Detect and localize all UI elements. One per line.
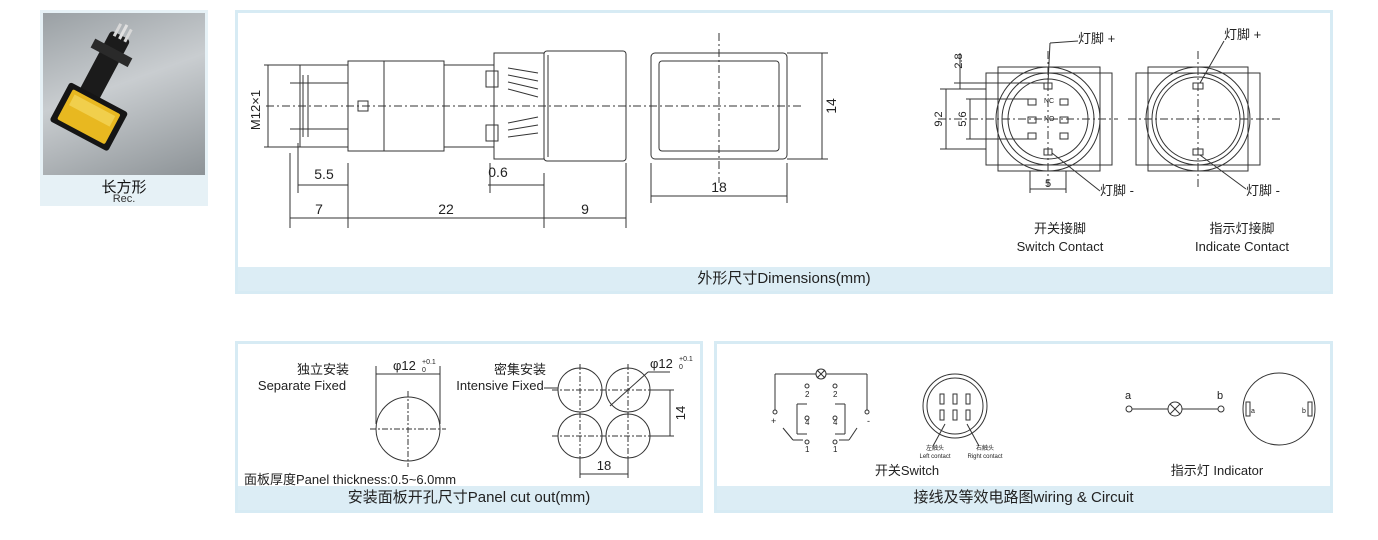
intensive-en: Intensive Fixed (456, 378, 543, 393)
dim-22: 22 (438, 201, 454, 217)
separate-cn: 独立安装 (297, 362, 349, 377)
switch-photo-illustration (50, 23, 133, 151)
intensive-tol-zero: 0 (679, 364, 683, 371)
wire-n2b: 2 (833, 390, 838, 399)
cutout-dim-18: 18 (597, 458, 611, 473)
switch-contact-en: Switch Contact (1017, 239, 1104, 254)
left-contact-en: Left contact (919, 454, 950, 460)
left-contact-cn: 左触头 (926, 444, 944, 452)
panel-thickness: 面板厚度Panel thickness:0.5~6.0mm (244, 472, 456, 487)
dim-9-2: 9.2 (933, 111, 945, 126)
wire-plus: + (771, 416, 776, 426)
cutout-drawing: 独立安装 Separate Fixed φ12 +0.1 0 密集安装 Inte… (244, 356, 693, 487)
cutout-dim-14: 14 (673, 406, 688, 420)
intensive-tol-plus: +0.1 (679, 356, 693, 363)
dimensions-drawing: M12×1 5.5 0.6 7 22 9 14 18 2.8 9.2 5.6 5… (248, 27, 1289, 254)
terminal-a: a (1125, 390, 1132, 402)
shape-label: 长方形 (101, 179, 147, 196)
separate-tol-zero: 0 (422, 367, 426, 374)
separate-phi: φ12 (393, 358, 416, 373)
dim-5-5: 5.5 (314, 166, 334, 182)
indicate-lamp-plus: 灯脚 + (1224, 27, 1261, 42)
terminal-b: b (1217, 390, 1223, 402)
wiring-caption: 接线及等效电路图wiring & Circuit (717, 486, 1330, 510)
nc-label: NC (1044, 98, 1054, 105)
dim-5: 5 (1045, 178, 1051, 190)
switch-label: 开关Switch (875, 463, 939, 478)
cutout-panel: 独立安装 Separate Fixed φ12 +0.1 0 密集安装 Inte… (235, 341, 703, 513)
product-thumbnail: 长方形 Rec. (40, 10, 208, 206)
dim-14: 14 (823, 98, 839, 114)
dim-2-8: 2.8 (953, 53, 965, 68)
indicate-contact-cn: 指示灯接脚 (1209, 221, 1274, 236)
no-label: NO (1044, 116, 1055, 123)
thread-label: M12×1 (248, 90, 263, 130)
wire-n1b: 1 (833, 445, 838, 454)
dimensions-panel: M12×1 5.5 0.6 7 22 9 14 18 2.8 9.2 5.6 5… (235, 10, 1333, 294)
wire-n4b: 4 (833, 418, 838, 427)
dim-9: 9 (581, 201, 589, 217)
right-contact-cn: 右触头 (976, 444, 994, 452)
separate-tol-plus: +0.1 (422, 359, 436, 366)
switch-lamp-minus: 灯脚 - (1100, 183, 1134, 198)
dimensions-caption: 外形尺寸Dimensions(mm) (238, 267, 1330, 291)
wire-n1a: 1 (805, 445, 810, 454)
cutout-caption: 安装面板开孔尺寸Panel cut out(mm) (238, 486, 700, 510)
intensive-cn: 密集安装 (494, 362, 546, 377)
product-photo (43, 13, 205, 175)
indicate-lamp-minus: 灯脚 - (1246, 183, 1280, 198)
wire-minus: - (867, 416, 870, 426)
wire-n4a: 4 (805, 418, 810, 427)
dim-7: 7 (315, 201, 323, 217)
switch-contact-cn: 开关接脚 (1034, 221, 1086, 236)
indicator-b: b (1302, 408, 1306, 415)
right-contact-en: Right contact (967, 454, 1002, 460)
wiring-drawing: 2 2 4 4 1 1 + - 左触头 Left contact 右触头 Rig… (771, 368, 1316, 478)
separate-en: Separate Fixed (258, 378, 346, 393)
indicator-label: 指示灯 Indicator (1171, 463, 1264, 478)
dim-18: 18 (711, 179, 727, 195)
wire-n2a: 2 (805, 390, 810, 399)
switch-lamp-plus: 灯脚 + (1078, 31, 1115, 46)
dim-5-6: 5.6 (957, 111, 969, 126)
intensive-phi: φ12 (650, 356, 673, 371)
shape-label-en: Rec. (112, 193, 136, 205)
indicator-a: a (1251, 408, 1255, 415)
wiring-panel: 2 2 4 4 1 1 + - 左触头 Left contact 右触头 Rig… (714, 341, 1333, 513)
indicate-contact-en: Indicate Contact (1195, 239, 1289, 254)
dim-0-6: 0.6 (488, 164, 508, 180)
